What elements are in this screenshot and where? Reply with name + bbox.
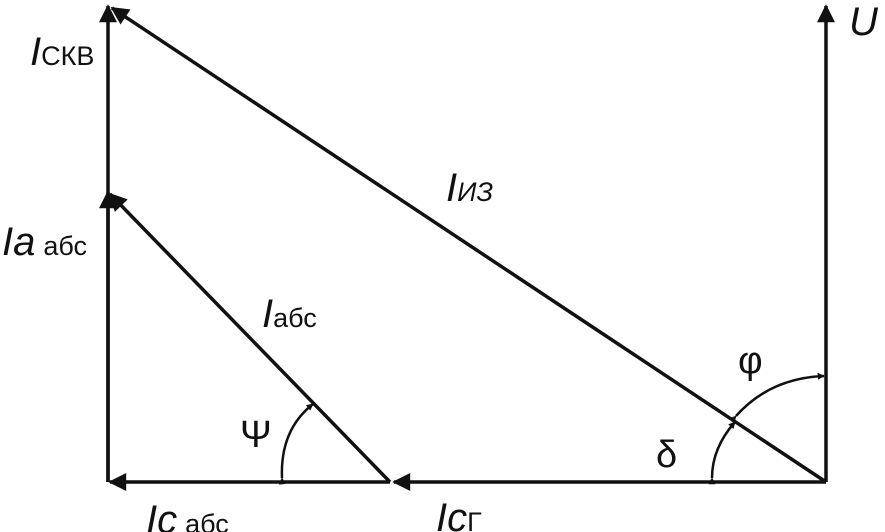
label-i-a-abs-sub: абс (43, 231, 88, 261)
label-i-iz-sub: ИЗ (457, 177, 494, 207)
angle-arc-delta (708, 421, 736, 485)
label-i-cg-main: I (436, 496, 448, 532)
vector-i-iz (110, 6, 827, 484)
label-phi: φ (738, 340, 763, 382)
angle-arc-phi (729, 372, 825, 424)
label-i-cg: IcГ (436, 498, 482, 532)
label-psi: Ψ (240, 414, 272, 456)
label-i-abs-sub: абс (273, 303, 317, 333)
label-i-abs-main: I (262, 292, 274, 336)
label-i-c-abs-mid: c (157, 498, 178, 532)
angle-arc-psi (278, 403, 314, 485)
label-i-cg-mid: c (447, 496, 468, 532)
label-i-iz: IИЗ (446, 168, 493, 208)
label-i-skv-sub: СКВ (41, 41, 95, 71)
label-i-skv-main: I (30, 30, 42, 74)
label-i-skv: IСКВ (30, 32, 94, 72)
label-u: U (849, 0, 878, 44)
label-i-abs: Iабс (262, 294, 317, 334)
label-delta: δ (656, 434, 678, 476)
label-i-iz-main: I (446, 166, 458, 210)
label-i-c-abs-sub: абс (185, 509, 229, 532)
label-i-c-abs-main: I (146, 498, 158, 532)
label-i-a-abs-main: I (2, 220, 14, 264)
label-i-a-abs-mid: a (13, 220, 36, 264)
vector-i-abs (108, 192, 392, 484)
label-i-cg-sub: Г (467, 507, 482, 532)
